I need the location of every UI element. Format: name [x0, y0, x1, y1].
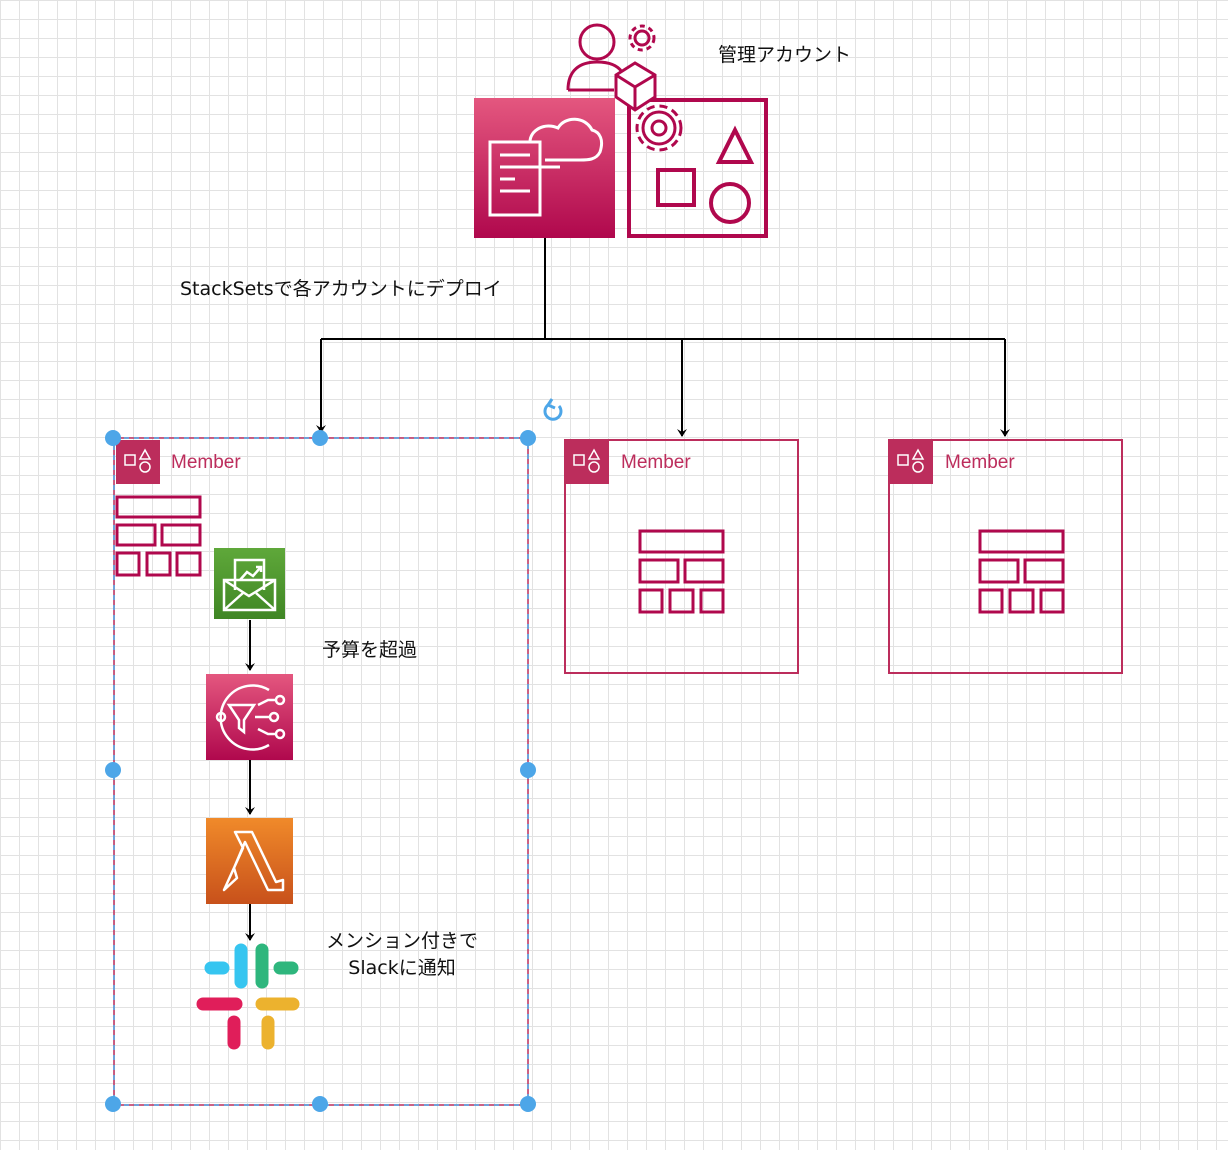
- control-tower-icon: [638, 529, 725, 614]
- notify-label-line1: メンション付きで: [325, 930, 478, 952]
- deploy-label: StackSetsで各アカウントにデプロイ: [180, 278, 502, 300]
- rotate-handle-icon: [543, 398, 563, 421]
- cloudformation-icon[interactable]: [474, 98, 615, 238]
- account-icon: [116, 440, 160, 484]
- selection-handles: [105, 430, 536, 1112]
- member-label-1: Member: [171, 452, 241, 473]
- budget-exceeded-label: 予算を超過: [322, 639, 418, 661]
- member-group-2[interactable]: [564, 439, 799, 674]
- lambda-icon[interactable]: [206, 818, 293, 904]
- cube-icon: [614, 61, 657, 112]
- member-label-2: Member: [621, 452, 691, 473]
- budgets-icon[interactable]: [214, 548, 285, 619]
- slack-icon[interactable]: [196, 943, 300, 1050]
- organizations-icon[interactable]: [614, 61, 768, 238]
- notify-label-line2: Slackに通知: [348, 957, 456, 979]
- member-label-3: Member: [945, 452, 1015, 473]
- control-tower-icon: [978, 529, 1065, 614]
- member-group-3[interactable]: [888, 439, 1123, 674]
- management-account-user-icon[interactable]: [566, 23, 656, 92]
- account-icon: [565, 440, 609, 484]
- small-gear-icon: [628, 24, 656, 52]
- account-icon: [889, 440, 933, 484]
- sns-icon[interactable]: [206, 674, 293, 760]
- deploy-tree-connector[interactable]: [316, 238, 1010, 437]
- member-group-1[interactable]: [105, 398, 563, 1112]
- gear-icon: [635, 104, 683, 152]
- management-account-label: 管理アカウント: [718, 44, 852, 66]
- control-tower-icon: [115, 495, 202, 577]
